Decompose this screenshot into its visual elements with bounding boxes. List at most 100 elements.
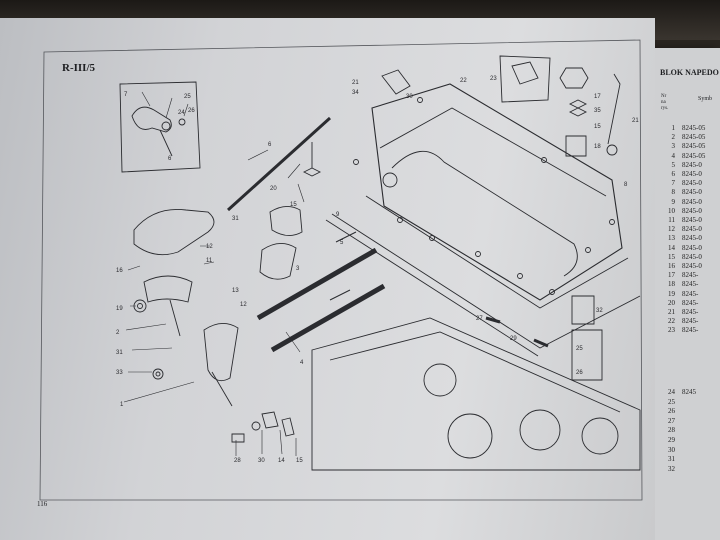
fork-16 xyxy=(133,208,215,256)
callout-25b: 25 xyxy=(576,346,583,352)
shaft-6 xyxy=(226,116,332,212)
fork-upper xyxy=(269,206,303,236)
gasket-2 xyxy=(331,213,641,349)
table-row-code: 8245- xyxy=(682,317,699,326)
table-row-number: 2 xyxy=(671,133,676,142)
table-row-code: 8245-05 xyxy=(682,133,706,142)
table-row-number: 6 xyxy=(671,170,676,178)
right-page xyxy=(650,48,720,540)
dipstick-8 xyxy=(607,73,621,145)
callout-8: 8 xyxy=(624,182,628,188)
callout-25: 25 xyxy=(184,94,191,100)
shaft-grooves xyxy=(329,231,357,301)
table-row-code: 8245-0 xyxy=(682,160,702,169)
table-row-number: 14 xyxy=(668,243,675,252)
callout-5: 5 xyxy=(340,240,344,246)
table-row-number: 32 xyxy=(668,464,675,473)
table-row-number: 15 xyxy=(668,252,675,261)
cover-ridge xyxy=(379,107,607,197)
callout-2: 2 xyxy=(116,330,120,336)
table-row-code: 8245-0 xyxy=(682,197,702,206)
callout-34: 34 xyxy=(352,90,359,96)
table-row-code: 8245- xyxy=(682,298,699,307)
table-row-code: 8245-0 xyxy=(682,234,702,243)
table-row-number: 19 xyxy=(668,289,675,298)
callout-4: 4 xyxy=(300,360,304,366)
table-row-number: 28 xyxy=(668,426,675,435)
parts-table-title: BLOK NAPEDO xyxy=(660,68,719,77)
bolt-28 xyxy=(231,433,245,443)
callout-21: 21 xyxy=(352,80,359,86)
table-row-code: 8245-0 xyxy=(682,262,702,270)
hex-cap-17 xyxy=(559,67,589,89)
callout-numbers: 7 24 25 26 6 6 20 15 31 16 12 11 19 2 13… xyxy=(116,76,639,464)
drawing-frame xyxy=(39,39,643,501)
table-row-number: 26 xyxy=(668,407,675,416)
table-row-number: 3 xyxy=(671,142,676,151)
gearbox-housing xyxy=(311,317,641,471)
table-row-number: 10 xyxy=(668,206,675,215)
table-row-number: 29 xyxy=(668,436,675,444)
callout-30: 30 xyxy=(406,94,413,100)
callout-35: 35 xyxy=(594,108,601,114)
callout-11: 11 xyxy=(206,258,213,264)
callout-3: 3 xyxy=(296,266,300,272)
callout-26: 26 xyxy=(188,108,195,114)
fork-3 xyxy=(259,243,297,280)
table-row-code: 8245- xyxy=(682,280,699,289)
col-header-nr: Nr na rys. xyxy=(661,94,669,111)
ring-21 xyxy=(606,144,618,156)
shaft-4a xyxy=(256,247,378,321)
table-row-number: 12 xyxy=(668,225,675,234)
callout-9: 9 xyxy=(336,212,340,218)
table-row-number: 22 xyxy=(668,317,675,326)
inset-box-25 xyxy=(571,329,603,381)
callout-33: 33 xyxy=(116,370,123,376)
bracket-15 xyxy=(281,417,295,437)
inset-box-23 xyxy=(499,55,551,103)
gearbox-cover xyxy=(371,83,623,301)
callout-12: 12 xyxy=(206,244,213,250)
callout-18: 18 xyxy=(594,144,601,150)
callout-31: 31 xyxy=(232,216,239,222)
col-header-symbol: Symb xyxy=(698,96,713,102)
callout-12b: 12 xyxy=(240,302,247,308)
table-row-number: 11 xyxy=(668,216,675,224)
leader-lines-c xyxy=(235,331,301,456)
cover-bore xyxy=(382,172,398,188)
table-row-code: 8245-0 xyxy=(682,216,702,224)
table-row-code: 8245-0 xyxy=(682,188,702,197)
leader-lines-a xyxy=(141,91,305,203)
cover-hump xyxy=(391,150,578,277)
table-row-number: 7 xyxy=(671,179,676,188)
table-row-number: 5 xyxy=(671,160,676,169)
table-row-code: 8245-05 xyxy=(682,151,706,160)
table-row-code: 8245-05 xyxy=(682,124,706,132)
callout-15c: 15 xyxy=(296,458,303,464)
plate-14 xyxy=(261,411,279,429)
callout-26b: 26 xyxy=(576,370,583,376)
callout-14: 14 xyxy=(278,458,285,464)
bush-23 xyxy=(511,61,539,85)
table-row-number: 16 xyxy=(668,262,675,270)
housing-bore-2 xyxy=(519,409,561,451)
callout-24: 24 xyxy=(178,110,185,116)
callout-20: 20 xyxy=(270,186,277,192)
section-code: R-III/5 xyxy=(62,62,96,74)
table-row-code: 8245-05 xyxy=(682,142,706,151)
callout-23: 23 xyxy=(490,76,497,82)
callout-28: 28 xyxy=(234,458,241,464)
table-row-number: 17 xyxy=(668,271,675,280)
spring-35 xyxy=(568,99,588,117)
washer-30 xyxy=(251,421,261,431)
housing-bore-3 xyxy=(581,417,619,455)
callout-7: 7 xyxy=(124,92,128,98)
callout-6: 6 xyxy=(168,156,172,162)
fork-2-arm xyxy=(169,299,181,337)
table-row-code: 8245-0 xyxy=(682,170,702,178)
callout-19: 19 xyxy=(116,306,123,312)
callout-6b: 6 xyxy=(268,142,272,148)
callout-32: 32 xyxy=(596,308,603,314)
washer-33 xyxy=(152,368,164,380)
